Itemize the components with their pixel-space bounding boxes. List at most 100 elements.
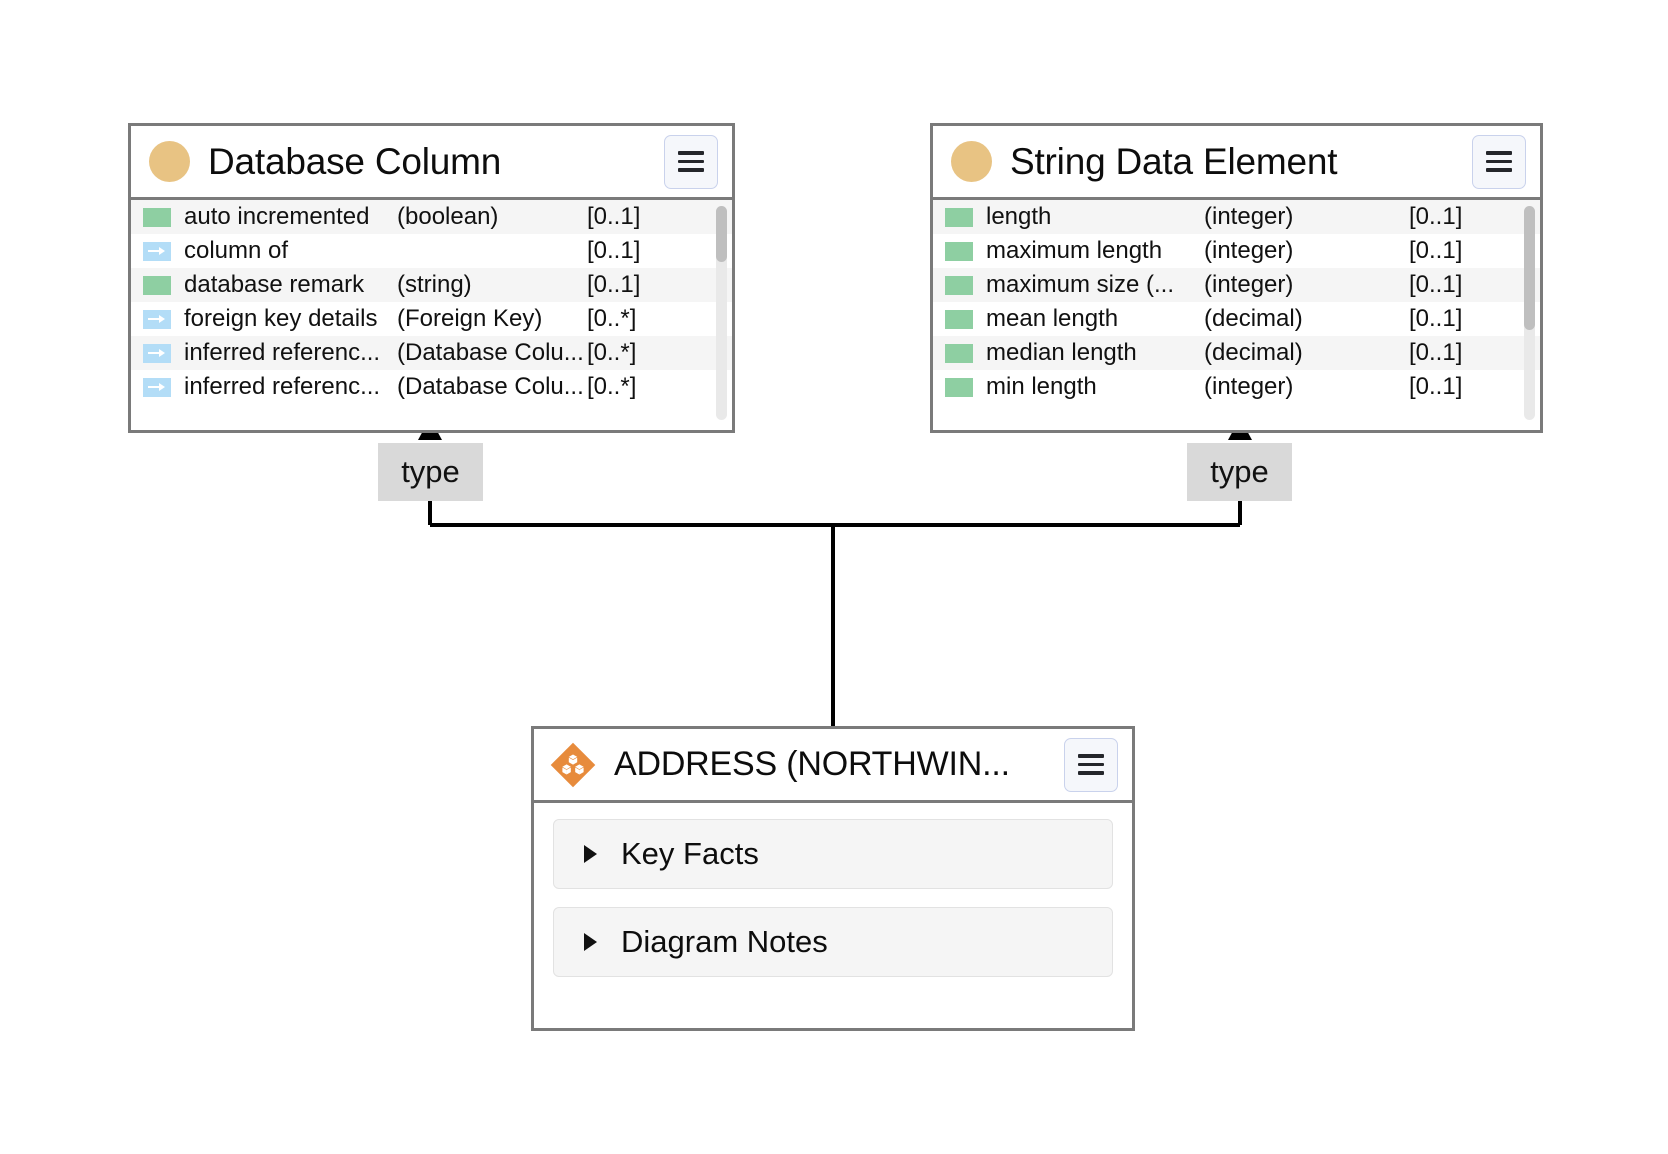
attribute-name: inferred referenc... [184,373,381,400]
attribute-cardinality: [0..1] [1409,203,1463,230]
section-label: Diagram Notes [621,924,828,959]
section-key-facts[interactable]: Key Facts [553,819,1113,889]
section-label: Key Facts [621,836,759,871]
reference-arrow-icon [143,343,171,363]
class-circle-icon [149,141,190,182]
node-database-column[interactable]: Database Column auto incremented (boolea… [128,123,735,433]
attribute-cardinality: [0..1] [587,237,641,264]
attribute-type: (boolean) [397,203,499,230]
edge-label-text: type [401,454,460,489]
attribute-cardinality: [0..*] [587,305,637,332]
edge-label-text: type [1210,454,1269,489]
attribute-row[interactable]: mean length (decimal) [0..1] [933,302,1540,336]
chevron-right-icon [584,845,597,863]
attribute-cardinality: [0..1] [587,271,641,298]
node-title: ADDRESS (NORTHWIN... [614,745,1010,783]
attribute-list[interactable]: length (integer) [0..1] maximum length (… [933,200,1540,430]
scrollbar-thumb[interactable] [716,206,727,262]
attribute-type: (decimal) [1204,339,1303,366]
attribute-swatch-icon [143,207,171,227]
node-header[interactable]: String Data Element [933,126,1540,200]
reference-arrow-icon [143,377,171,397]
hamburger-bar [1486,168,1512,172]
node-title: String Data Element [1010,140,1338,182]
attribute-type: (integer) [1204,237,1294,264]
node-address-instance[interactable]: ADDRESS (NORTHWIN... Key Facts Diagram N… [531,726,1135,1031]
attribute-swatch-icon [945,275,973,295]
hamburger-bar [678,151,704,155]
node-menu-button[interactable] [1064,737,1118,792]
attribute-name: mean length [986,305,1119,332]
attribute-list-scrollbar[interactable] [716,206,727,420]
attribute-name: auto incremented [184,203,370,230]
node-title: Database Column [208,140,502,182]
attribute-type: (integer) [1204,203,1294,230]
attribute-row[interactable]: maximum size (... (integer) [0..1] [933,268,1540,302]
edge-label-type-string-data-element[interactable]: type [1187,443,1292,501]
attribute-cardinality: [0..1] [1409,373,1463,400]
attribute-row[interactable]: database remark (string) [0..1] [131,268,732,302]
attribute-list[interactable]: auto incremented (boolean) [0..1] column… [131,200,732,430]
attribute-row[interactable]: median length (decimal) [0..1] [933,336,1540,370]
hamburger-bar [1078,771,1104,775]
attribute-row[interactable]: foreign key details (Foreign Key) [0..*] [131,302,732,336]
attribute-cardinality: [0..1] [1409,271,1463,298]
attribute-name: min length [986,373,1097,400]
node-header[interactable]: ADDRESS (NORTHWIN... [534,729,1132,803]
attribute-type: (Database Colu... [397,373,584,400]
attribute-swatch-icon [945,343,973,363]
attribute-row[interactable]: length (integer) [0..1] [933,200,1540,234]
reference-arrow-icon [143,309,171,329]
node-menu-button[interactable] [664,134,718,189]
attribute-name: column of [184,237,289,264]
attribute-row[interactable]: min length (integer) [0..1] [933,370,1540,404]
attribute-cardinality: [0..*] [587,373,637,400]
attribute-cardinality: [0..1] [587,203,641,230]
attribute-swatch-icon [945,309,973,329]
hamburger-bar [678,159,704,164]
class-circle-icon [951,141,992,182]
attribute-swatch-icon [945,207,973,227]
chevron-right-icon [584,933,597,951]
attribute-cardinality: [0..1] [1409,305,1463,332]
hamburger-bar [1078,762,1104,767]
orange-diamond-cubes-icon [550,742,596,788]
attribute-cardinality: [0..*] [587,339,637,366]
hamburger-bar [1486,159,1512,164]
attribute-list-scrollbar[interactable] [1524,206,1535,420]
attribute-name: length [986,203,1052,230]
hamburger-bar [1078,754,1104,758]
attribute-type: (integer) [1204,373,1294,400]
attribute-row[interactable]: inferred referenc... (Database Colu... [… [131,370,732,404]
attribute-name: median length [986,339,1137,366]
attribute-type: (integer) [1204,271,1294,298]
attribute-row[interactable]: inferred referenc... (Database Colu... [… [131,336,732,370]
attribute-name: maximum length [986,237,1163,264]
attribute-type: (Foreign Key) [397,305,543,332]
attribute-type: (string) [397,271,472,298]
attribute-name: maximum size (... [986,271,1175,298]
attribute-row[interactable]: auto incremented (boolean) [0..1] [131,200,732,234]
hamburger-bar [1486,151,1512,155]
attribute-swatch-icon [143,275,171,295]
reference-arrow-icon [143,241,171,261]
node-string-data-element[interactable]: String Data Element length (integer) [0.… [930,123,1543,433]
attribute-type: (decimal) [1204,305,1303,332]
attribute-swatch-icon [945,377,973,397]
scrollbar-thumb[interactable] [1524,206,1535,330]
attribute-swatch-icon [945,241,973,261]
attribute-row[interactable]: column of [0..1] [131,234,732,268]
attribute-name: database remark [184,271,365,298]
attribute-name: inferred referenc... [184,339,381,366]
node-header[interactable]: Database Column [131,126,732,200]
hamburger-bar [678,168,704,172]
section-diagram-notes[interactable]: Diagram Notes [553,907,1113,977]
attribute-name: foreign key details [184,305,378,332]
attribute-type: (Database Colu... [397,339,584,366]
section-list: Key Facts Diagram Notes [534,803,1132,977]
attribute-row[interactable]: maximum length (integer) [0..1] [933,234,1540,268]
edge-label-type-database-column[interactable]: type [378,443,483,501]
node-menu-button[interactable] [1472,134,1526,189]
attribute-cardinality: [0..1] [1409,339,1463,366]
